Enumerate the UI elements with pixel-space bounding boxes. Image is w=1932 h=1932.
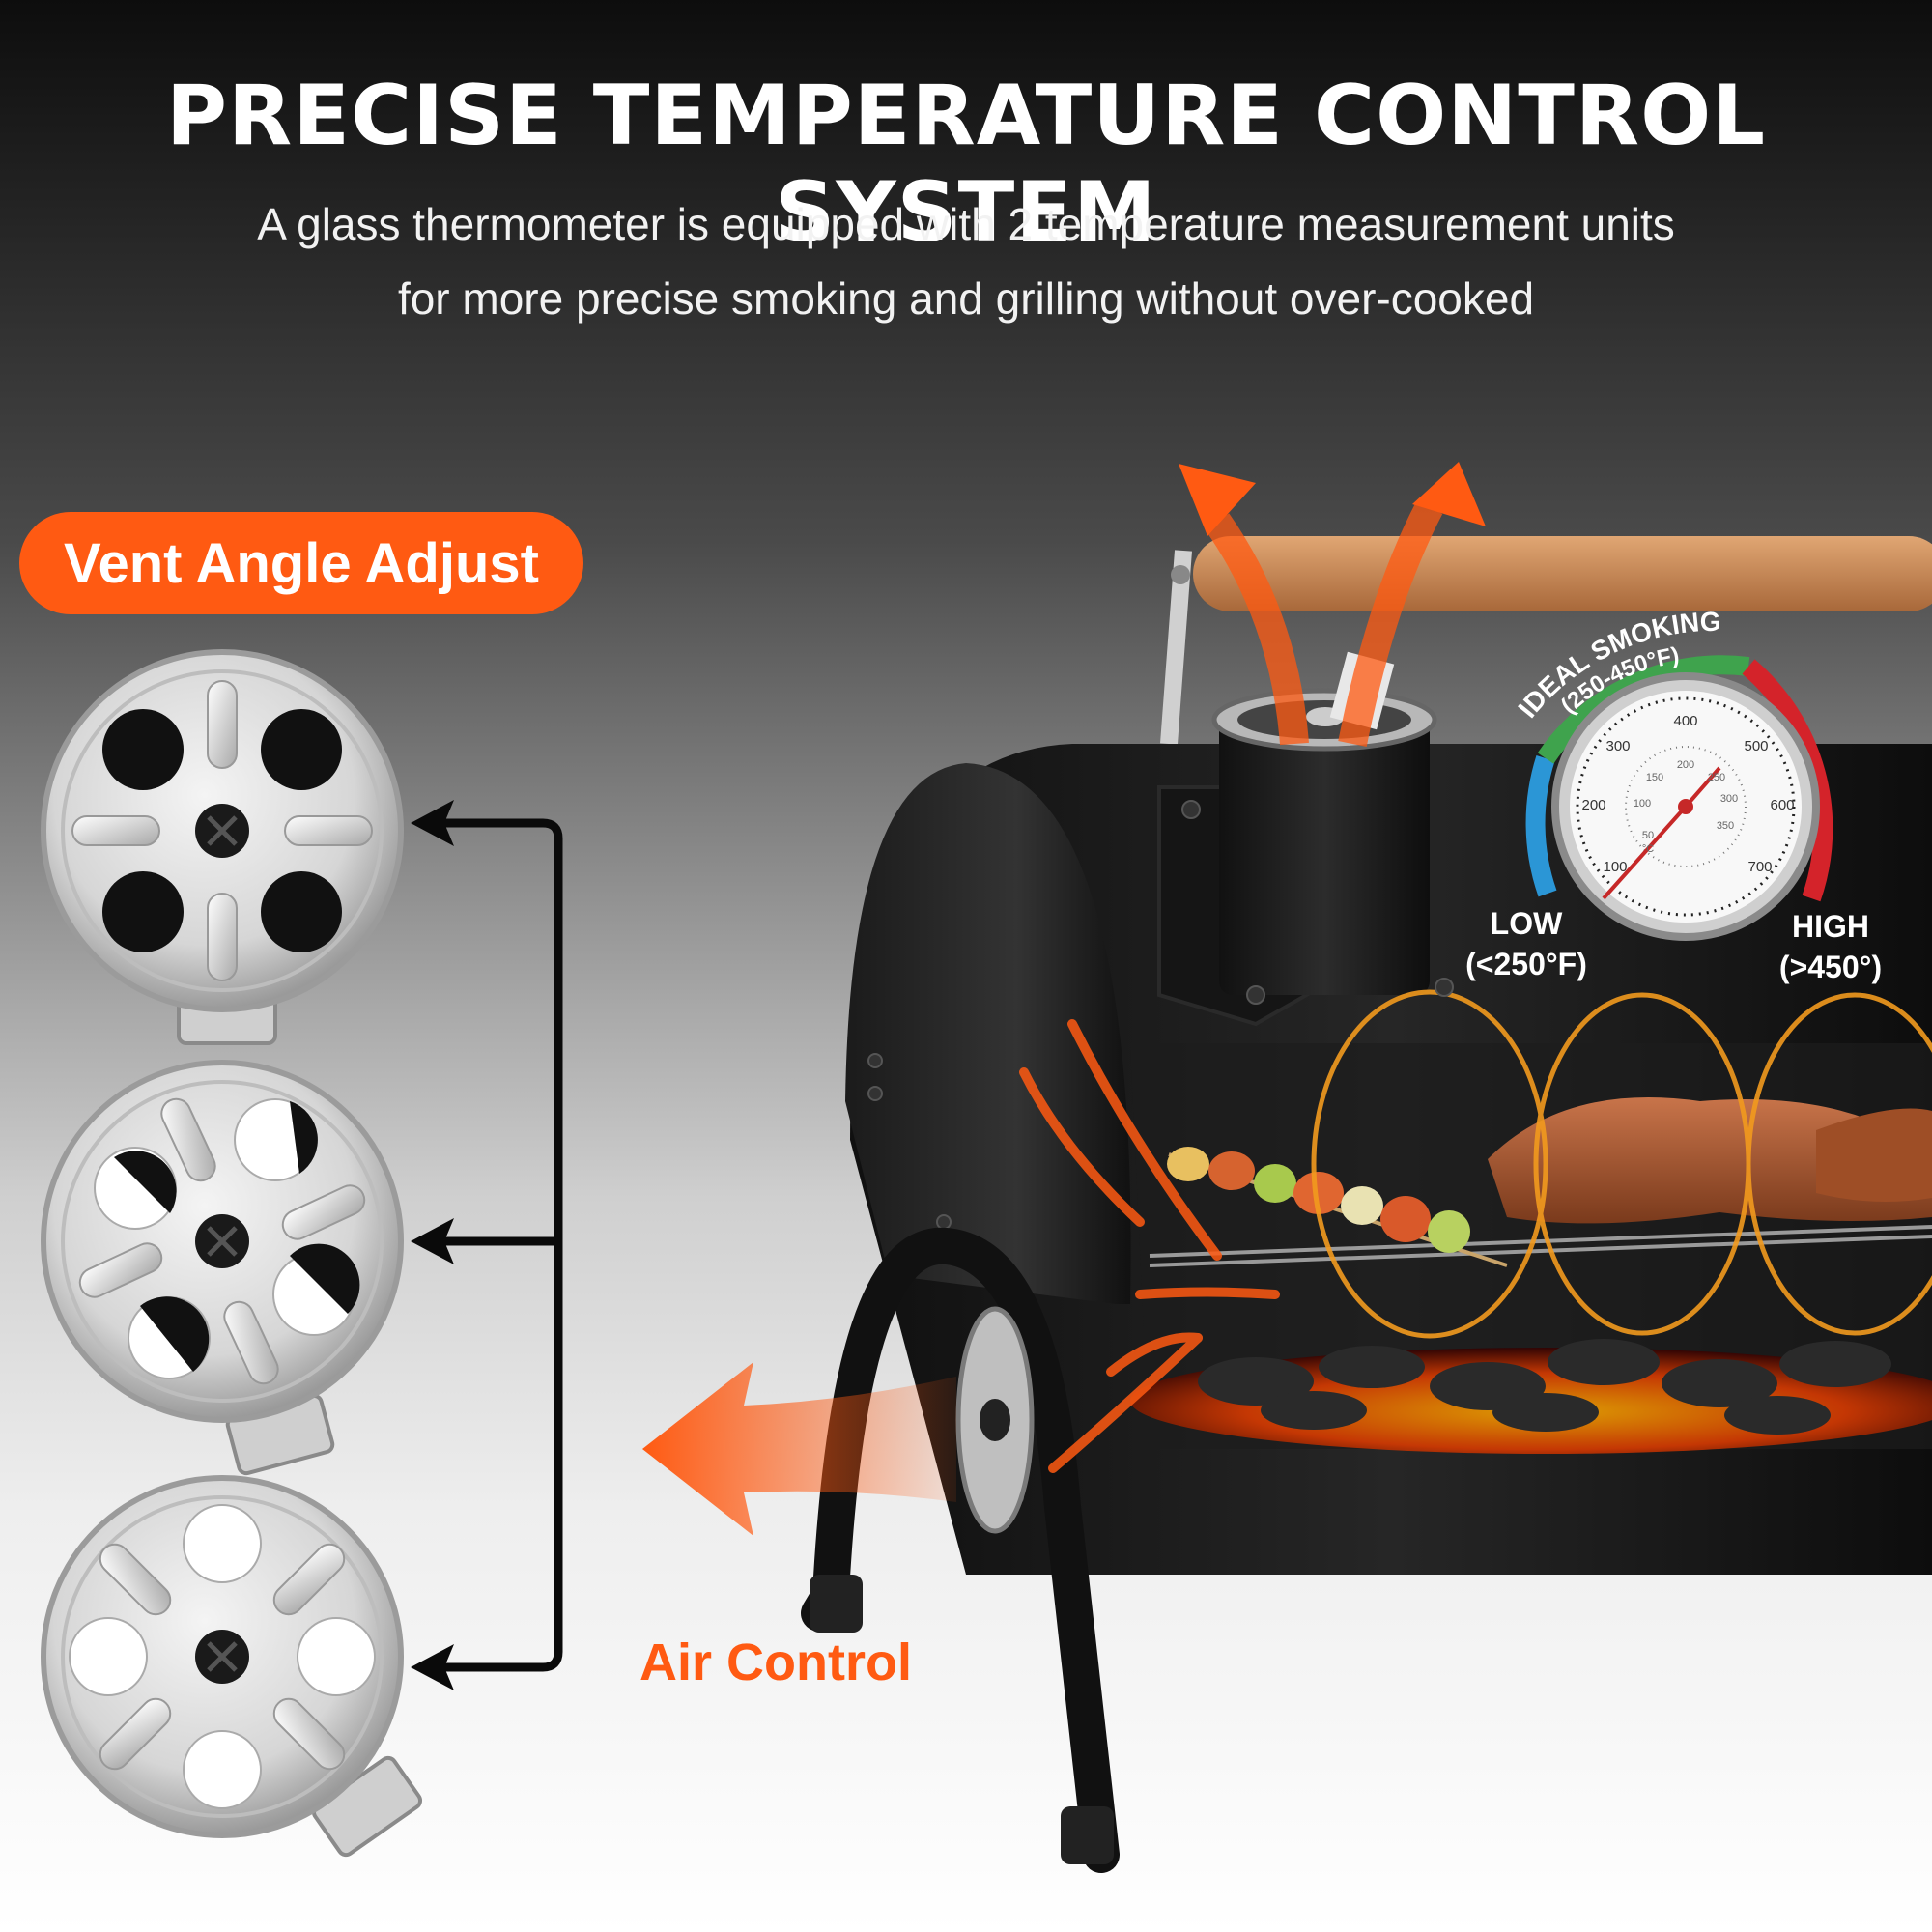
subtitle-line-2: for more precise smoking and grilling wi… [397,273,1535,324]
gauge-inner-250: 250 [1708,772,1725,783]
gauge-scale: 100 200 300 400 500 600 700 [1581,713,1794,875]
gauge-outer-100: 100 [1603,859,1627,875]
air-control-label: Air Control [639,1634,912,1691]
vent-angle-badge: Vent Angle Adjust [19,512,583,614]
air-out-arrow [642,1362,956,1536]
vent-angle-label: Vent Angle Adjust [64,531,539,595]
low-title: LOW [1490,906,1563,941]
vent-disc-half [41,1060,404,1476]
subtitle-line-1: A glass thermometer is equipped with 2 t… [257,199,1675,249]
gauge-inner-50: 50 [1642,830,1654,841]
gauge-inner-scale: 50 100 150 200 250 300 350 °C [1634,759,1738,855]
gauge-inner-350: 350 [1717,820,1734,832]
grill-interior [1130,989,1932,1454]
leg-foot-right [1061,1806,1114,1864]
gauge-unit: °C [1642,843,1654,855]
gauge-inner-200: 200 [1677,759,1694,771]
gauge-inner-150: 150 [1646,772,1663,783]
high-title: HIGH [1792,909,1869,944]
leg-foot-left [810,1575,863,1633]
vent-disc-open [41,649,404,1045]
gauge-outer-300: 300 [1605,738,1630,754]
page-title: PRECISE TEMPERATURE CONTROL SYSTEM [165,68,1766,261]
vent-disc-closed [41,1475,423,1858]
side-air-vent [955,1306,1035,1534]
adjust-bracket-arrows [435,818,563,1672]
low-temp-label: LOW (<250°F) [1454,903,1599,984]
gauge-outer-500: 500 [1744,738,1768,754]
thermometer-gauge [1525,655,1833,941]
gauge-inner-300: 300 [1720,793,1738,805]
gauge-outer-700: 700 [1747,859,1772,875]
gauge-outer-600: 600 [1770,797,1794,813]
airflow-arrows [1019,1019,1280,1473]
smoke-up-arrows [1179,462,1486,747]
high-range: (>450°) [1778,950,1883,984]
grill-end-cap [845,763,1131,1304]
bracket-arrowheads [411,800,454,1690]
low-range: (<250°F) [1465,947,1587,981]
gauge-inner-100: 100 [1634,798,1651,810]
gauge-outer-400: 400 [1673,713,1697,729]
gauge-outer-200: 200 [1581,797,1605,813]
high-temp-label: HIGH (>450°) [1758,906,1903,987]
